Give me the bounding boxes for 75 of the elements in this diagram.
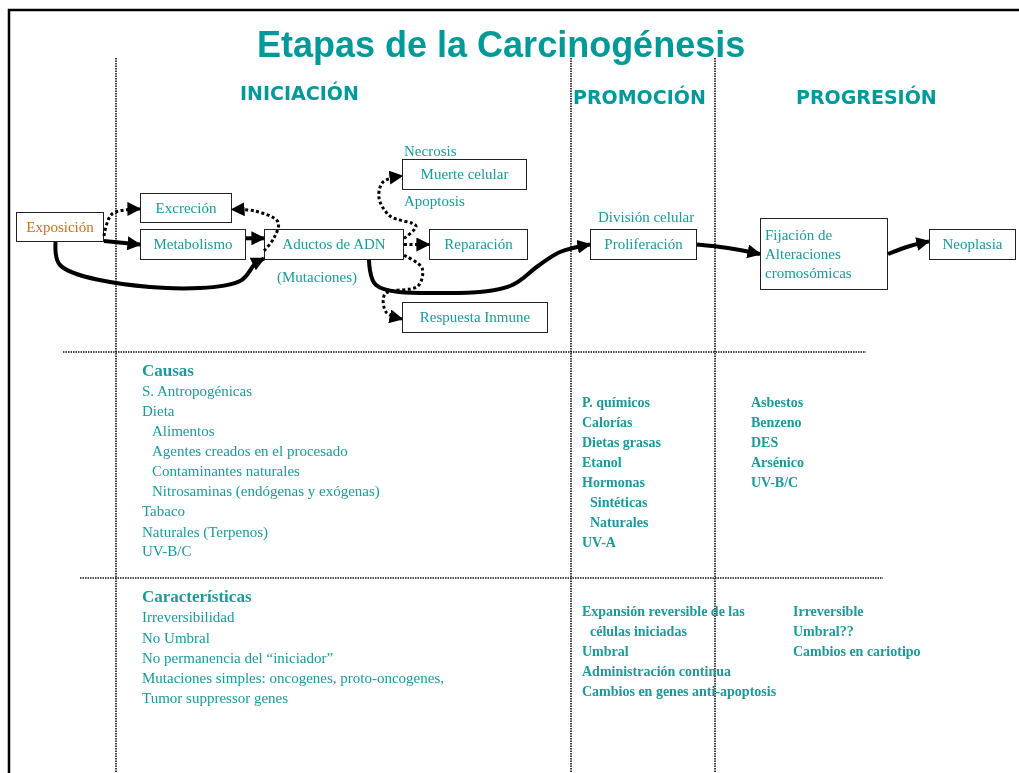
node-text: Metabolismo: [152, 235, 234, 254]
node-text: Proliferación: [603, 235, 684, 254]
arrow: [887, 237, 931, 256]
list-item: Tabaco: [142, 502, 186, 521]
dotted-arrow: [230, 202, 281, 252]
process-box: [429, 229, 528, 260]
stage-heading: PROMOCIÓN: [573, 86, 706, 108]
section-heading: Causas: [142, 361, 194, 380]
list-item: Expansión reversible de las células iniciadas: [582, 603, 746, 641]
list-item: Umbral: [582, 643, 629, 661]
list-item: Naturales: [590, 514, 649, 532]
list-item: UV-B/C: [142, 542, 192, 561]
node-note: (Mutaciones): [277, 268, 357, 287]
arrow: [53, 241, 266, 291]
node-text: Fijación de Alteraciones cromosómicas: [764, 225, 853, 283]
node-note: División celular: [598, 208, 695, 227]
node-note: Apoptosis: [404, 192, 465, 211]
arrow: [246, 231, 266, 246]
list-item: Etanol: [582, 454, 622, 472]
list-item: UV-B/C: [751, 474, 799, 492]
process-box: [402, 159, 527, 190]
list-item: Umbral??: [793, 623, 854, 641]
node-text: Neoplasia: [941, 235, 1004, 254]
process-box: [760, 218, 888, 290]
process-box: [140, 193, 232, 223]
node-note: Necrosis: [404, 142, 457, 161]
arrow: [103, 236, 142, 251]
list-item: Cambios en genes anti-apoptosis: [582, 683, 777, 701]
list-item: Cambios en cariotipo: [793, 643, 921, 661]
node-text: Muerte celular: [419, 165, 510, 184]
list-item: Sintéticas: [590, 494, 648, 512]
list-item: DES: [751, 434, 779, 452]
list-item: Tumor suppressor genes: [142, 689, 289, 708]
list-item: No permanencia del “iniciador”: [142, 649, 334, 668]
list-item: Mutaciones simples: oncogenes, proto-oncogenes,: [142, 669, 444, 688]
node-text: Aductos de ADN: [281, 235, 387, 254]
process-box: [140, 229, 246, 260]
section-heading: Características: [142, 587, 252, 606]
list-item: Alimentos: [152, 422, 215, 441]
list-item: Hormonas: [582, 474, 645, 492]
list-item: Dieta: [142, 402, 175, 421]
process-box: [16, 212, 104, 242]
dotted-arrow: [381, 254, 425, 324]
node-text: Respuesta Inmune: [418, 308, 532, 327]
list-item: Calorías: [582, 414, 633, 432]
title: Etapas de la Carcinogénesis: [257, 24, 746, 66]
list-item: Administración continua: [582, 663, 731, 681]
arrow: [367, 239, 592, 296]
stage-heading: PROGRESIÓN: [796, 86, 937, 108]
list-item: Contaminantes naturales: [152, 462, 300, 481]
list-item: Arsénico: [751, 454, 804, 472]
dotted-arrow: [404, 237, 431, 252]
dotted-arrow: [377, 170, 418, 240]
list-item: Asbestos: [751, 394, 804, 412]
node-text: Reparación: [443, 235, 514, 254]
dotted-arrow: [102, 202, 142, 237]
list-item: No Umbral: [142, 629, 210, 648]
list-item: UV-A: [582, 534, 616, 552]
list-item: P. químicos: [582, 394, 650, 412]
process-box: [264, 229, 404, 260]
list-item: S. Antropogénicas: [142, 382, 252, 401]
list-item: Irreversibilidad: [142, 608, 235, 627]
process-box: [402, 302, 548, 333]
stage-heading: INICIACIÓN: [240, 82, 359, 104]
list-item: Nitrosaminas (endógenas y exógenas): [152, 482, 380, 501]
process-box: [590, 229, 697, 260]
node-text: Exposición: [25, 217, 95, 237]
list-item: Benzeno: [751, 414, 802, 432]
process-box: [929, 229, 1016, 260]
list-item: Agentes creados en el procesado: [152, 442, 348, 461]
arrow: [696, 242, 762, 259]
list-item: Dietas grasas: [582, 434, 661, 452]
node-text: Excreción: [154, 198, 218, 218]
list-item: Irreversible: [793, 603, 864, 621]
list-item: Naturales (Terpenos): [142, 523, 268, 542]
